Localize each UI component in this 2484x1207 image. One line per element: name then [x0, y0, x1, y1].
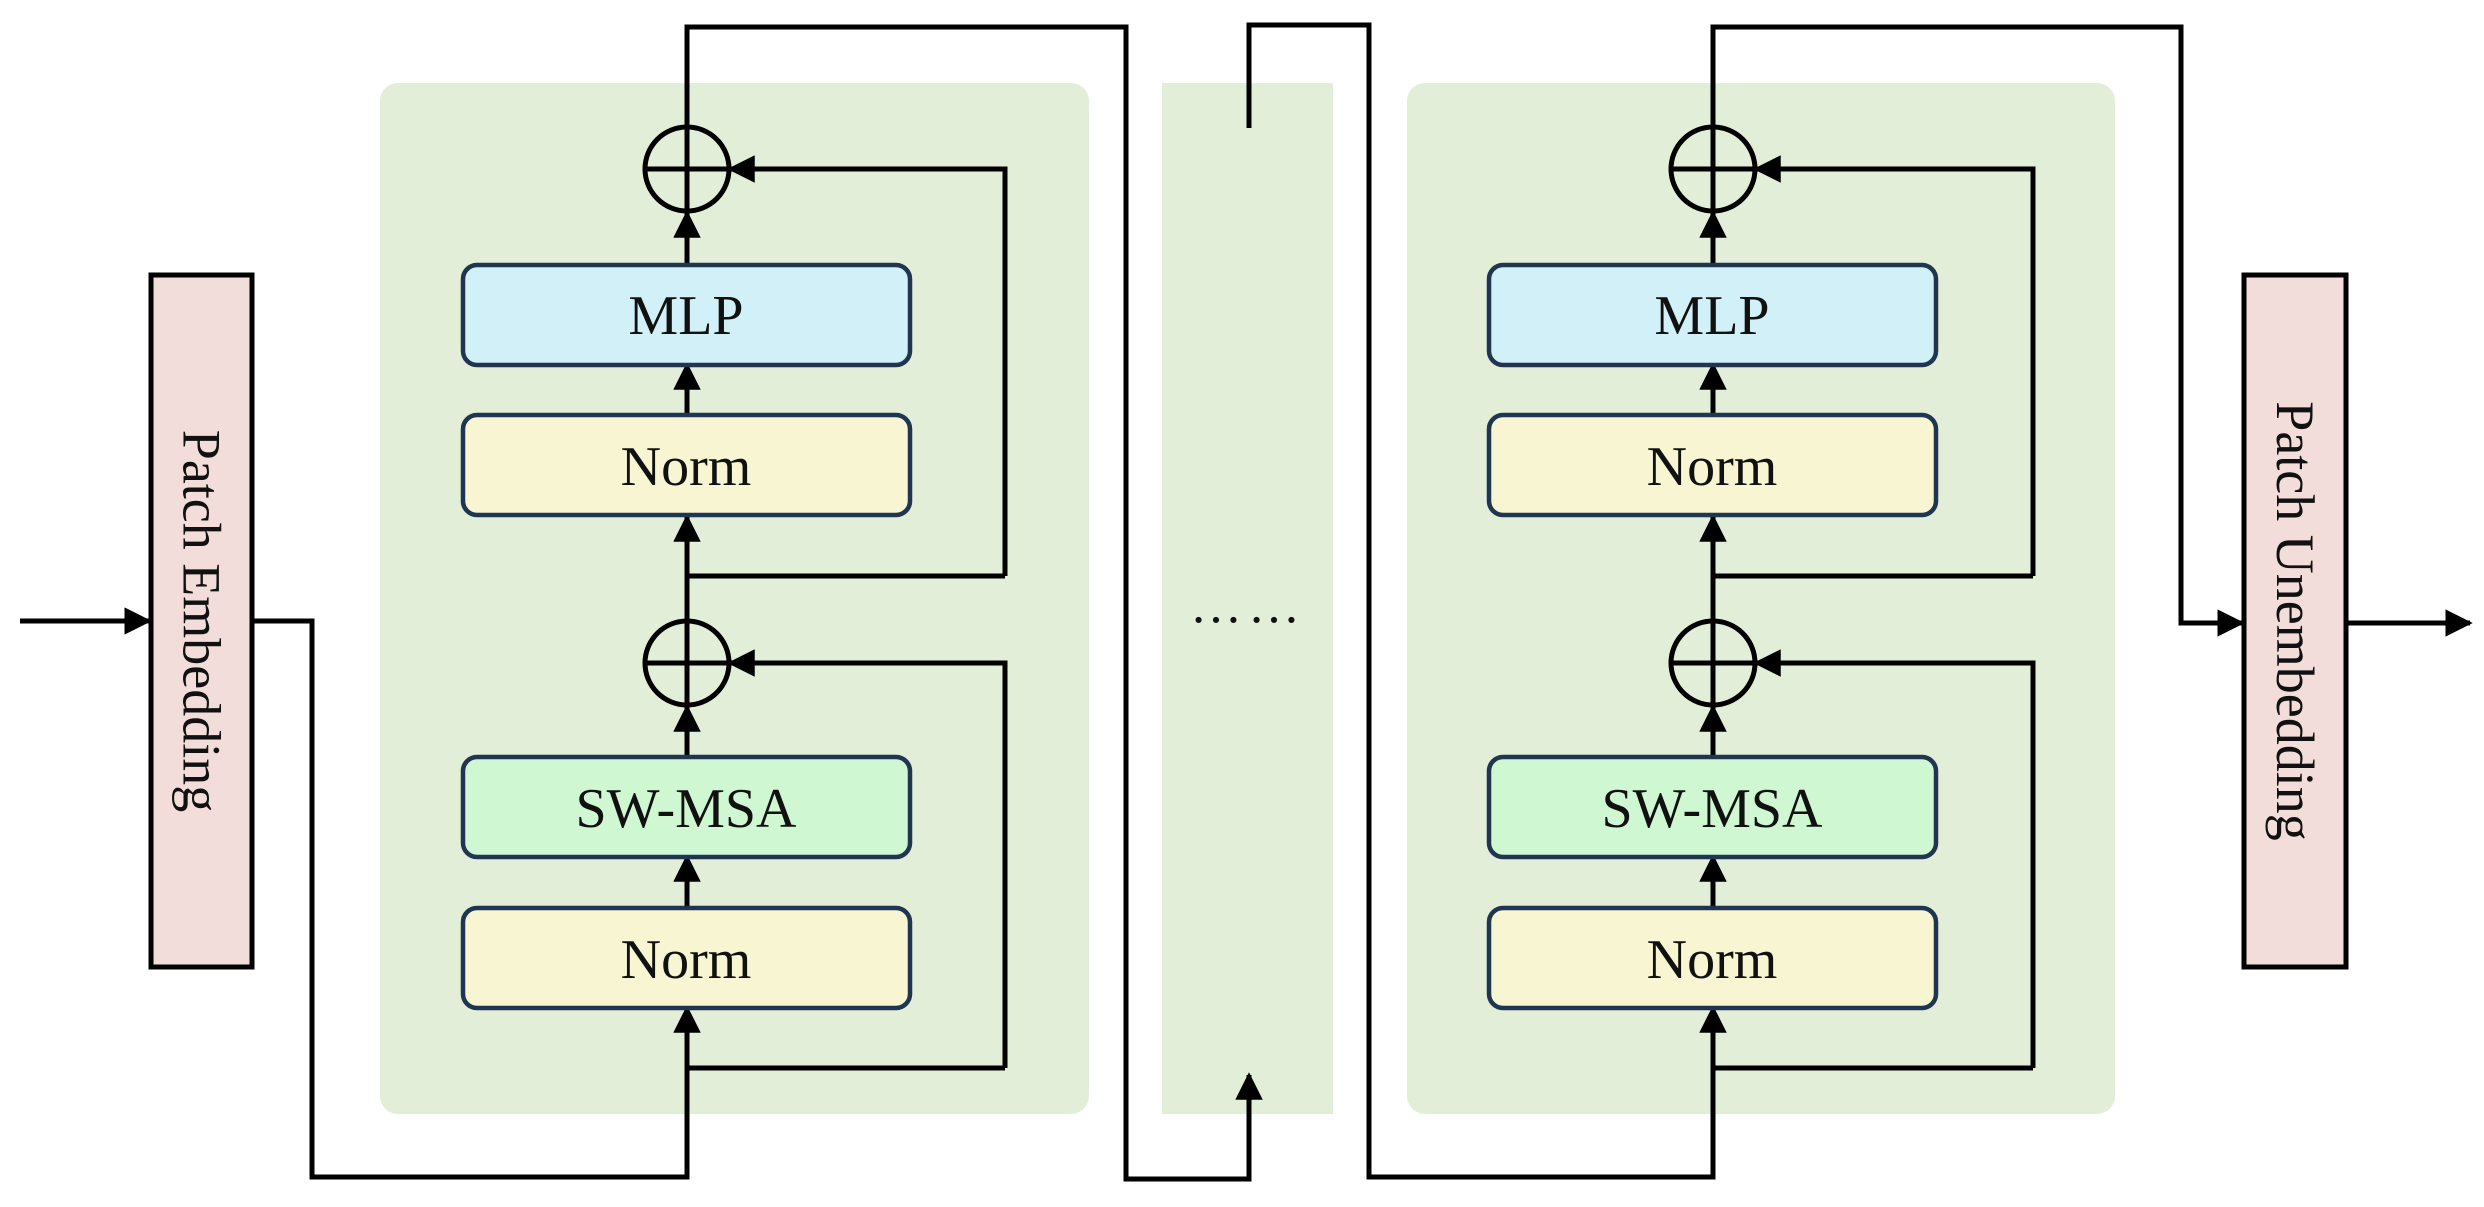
- add-circle-icon: [642, 124, 732, 214]
- norm-label: Norm: [1647, 929, 1778, 991]
- block-2-norm-bottom: Norm: [1486, 905, 1939, 1011]
- sw-msa-label: SW-MSA: [576, 778, 797, 840]
- sw-msa-label: SW-MSA: [1602, 778, 1823, 840]
- norm-label: Norm: [621, 436, 752, 498]
- add-circle-icon: [1668, 124, 1758, 214]
- block-2-mlp: MLP: [1486, 262, 1939, 368]
- block-2-norm-top: Norm: [1486, 412, 1939, 518]
- block-2-sw-msa: SW-MSA: [1486, 754, 1939, 860]
- ellipsis: ……: [1190, 578, 1306, 635]
- mlp-label: MLP: [1654, 285, 1769, 347]
- block-1-norm-top: Norm: [460, 412, 913, 518]
- norm-label: Norm: [621, 929, 752, 991]
- add-circle-icon: [642, 618, 732, 708]
- block-1-norm-bottom: Norm: [460, 905, 913, 1011]
- norm-label: Norm: [1647, 436, 1778, 498]
- add-circle-icon: [1668, 618, 1758, 708]
- block-1-sw-msa: SW-MSA: [460, 754, 913, 860]
- patch-embedding: Patch Embedding: [148, 272, 255, 970]
- block-1-mlp: MLP: [460, 262, 913, 368]
- patch-embedding-label: Patch Embedding: [172, 430, 232, 812]
- middle-blocks-panel: [1162, 83, 1333, 1114]
- patch-unembedding-label: Patch Unembedding: [2265, 401, 2325, 840]
- mlp-label: MLP: [628, 285, 743, 347]
- patch-unembedding: Patch Unembedding: [2241, 272, 2349, 970]
